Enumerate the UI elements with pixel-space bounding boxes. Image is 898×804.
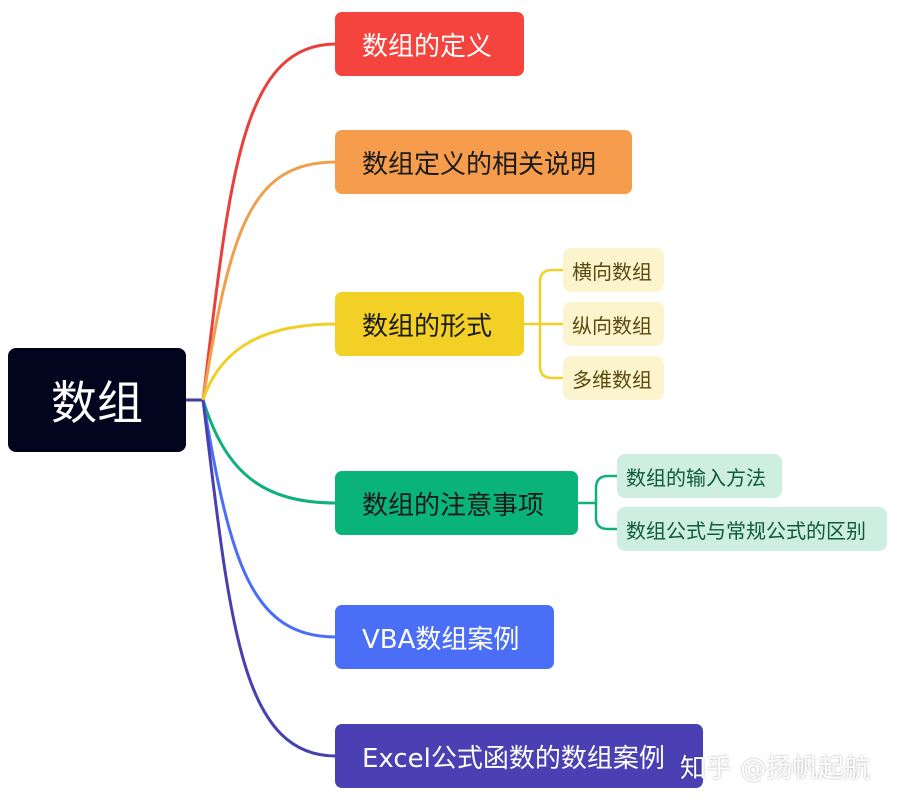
leaf-vertical-array[interactable]: 纵向数组 — [563, 302, 664, 346]
leaf-input-method[interactable]: 数组的输入方法 — [617, 454, 782, 498]
connector-branch-1 — [201, 42, 337, 401]
branch-array-definition[interactable]: 数组的定义 — [335, 12, 524, 76]
branch-excel-cases[interactable]: Excel公式函数的数组案例 — [335, 724, 703, 788]
root-node[interactable]: 数组 — [8, 348, 186, 452]
connector-leaf-区别 — [594, 503, 617, 531]
branch-precautions[interactable]: 数组的注意事项 — [335, 471, 578, 535]
connector-branch-5 — [201, 399, 337, 639]
leaf-horizontal-array[interactable]: 横向数组 — [563, 248, 664, 292]
connector-branch-4 — [201, 399, 337, 505]
connector-branch-3 — [201, 322, 337, 401]
branch-definition-notes[interactable]: 数组定义的相关说明 — [335, 130, 632, 194]
connector-branch-6 — [201, 399, 337, 758]
watermark: 知乎 @扬帆起航 — [680, 754, 871, 784]
connector-leaf-横向数组 — [523, 268, 563, 326]
branch-array-forms[interactable]: 数组的形式 — [335, 292, 524, 356]
connector-branch-2 — [201, 160, 337, 401]
connector-leaf-输入方法 — [578, 474, 617, 505]
connector-leaf-多维数组 — [538, 324, 563, 380]
branch-vba-cases[interactable]: VBA数组案例 — [335, 605, 554, 669]
leaf-formula-difference[interactable]: 数组公式与常规公式的区别 — [617, 507, 887, 551]
leaf-multidim-array[interactable]: 多维数组 — [563, 356, 664, 400]
